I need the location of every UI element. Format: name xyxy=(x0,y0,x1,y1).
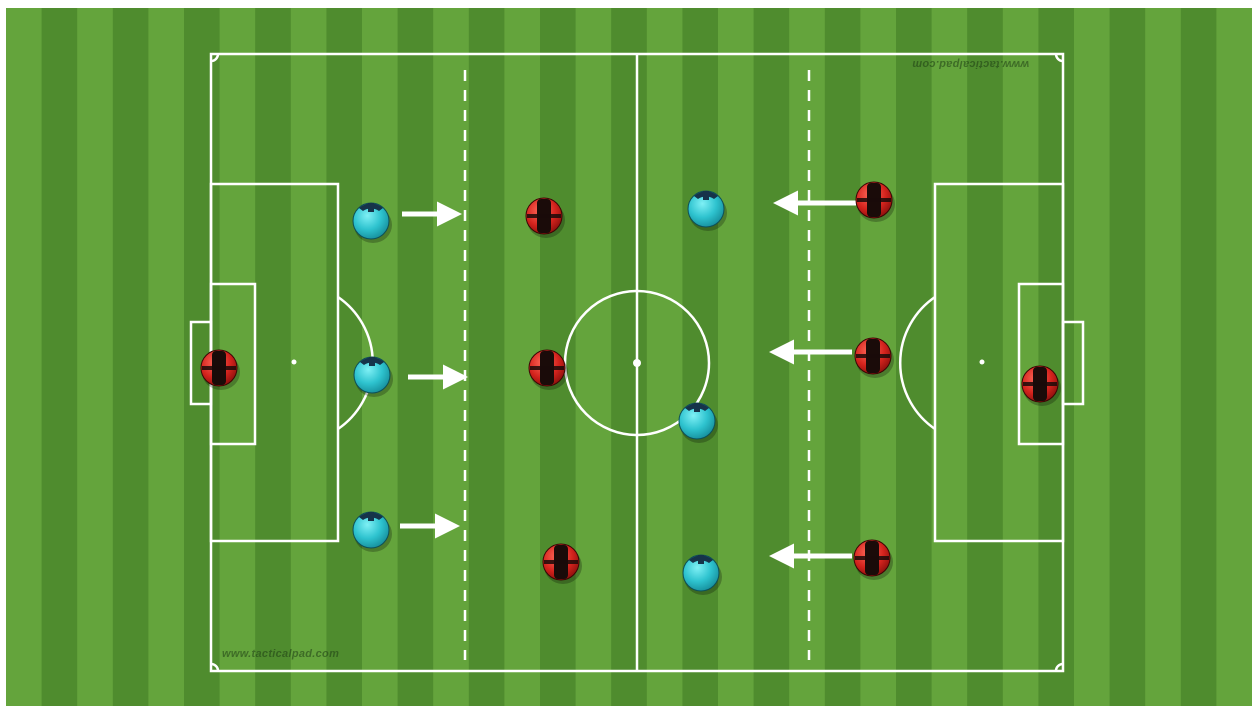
tactics-board: www.tacticalpad.com www.tacticalpad.com xyxy=(6,8,1252,706)
watermark-bottom-left: www.tacticalpad.com xyxy=(222,648,339,660)
grass-stripe xyxy=(398,8,434,706)
grass-stripe xyxy=(932,8,968,706)
grass-stripe xyxy=(291,8,327,706)
grass-stripe xyxy=(647,8,683,706)
grass-stripes xyxy=(6,8,1252,706)
grass-stripe xyxy=(148,8,184,706)
grass-stripe xyxy=(576,8,612,706)
grass-stripe xyxy=(718,8,754,706)
pitch-canvas xyxy=(6,8,1252,706)
grass-stripe xyxy=(6,8,42,706)
right-penalty-spot xyxy=(980,360,985,365)
grass-stripe xyxy=(113,8,149,706)
left-penalty-spot xyxy=(292,360,297,365)
grass-stripe xyxy=(789,8,825,706)
grass-stripe xyxy=(967,8,1003,706)
grass-stripe xyxy=(1181,8,1217,706)
grass-stripe xyxy=(1074,8,1110,706)
grass-stripe xyxy=(1110,8,1146,706)
grass-stripe xyxy=(1038,8,1074,706)
grass-stripe xyxy=(1145,8,1181,706)
grass-stripe xyxy=(1003,8,1039,706)
grass-stripe xyxy=(469,8,505,706)
grass-stripe xyxy=(1216,8,1252,706)
grass-stripe xyxy=(754,8,790,706)
watermark-top-right: www.tacticalpad.com xyxy=(912,58,1029,70)
grass-stripe xyxy=(362,8,398,706)
grass-stripe xyxy=(42,8,78,706)
grass-stripe xyxy=(682,8,718,706)
grass-stripe xyxy=(611,8,647,706)
grass-stripe xyxy=(77,8,113,706)
grass-stripe xyxy=(255,8,291,706)
grass-stripe xyxy=(326,8,362,706)
center-spot xyxy=(633,359,641,367)
